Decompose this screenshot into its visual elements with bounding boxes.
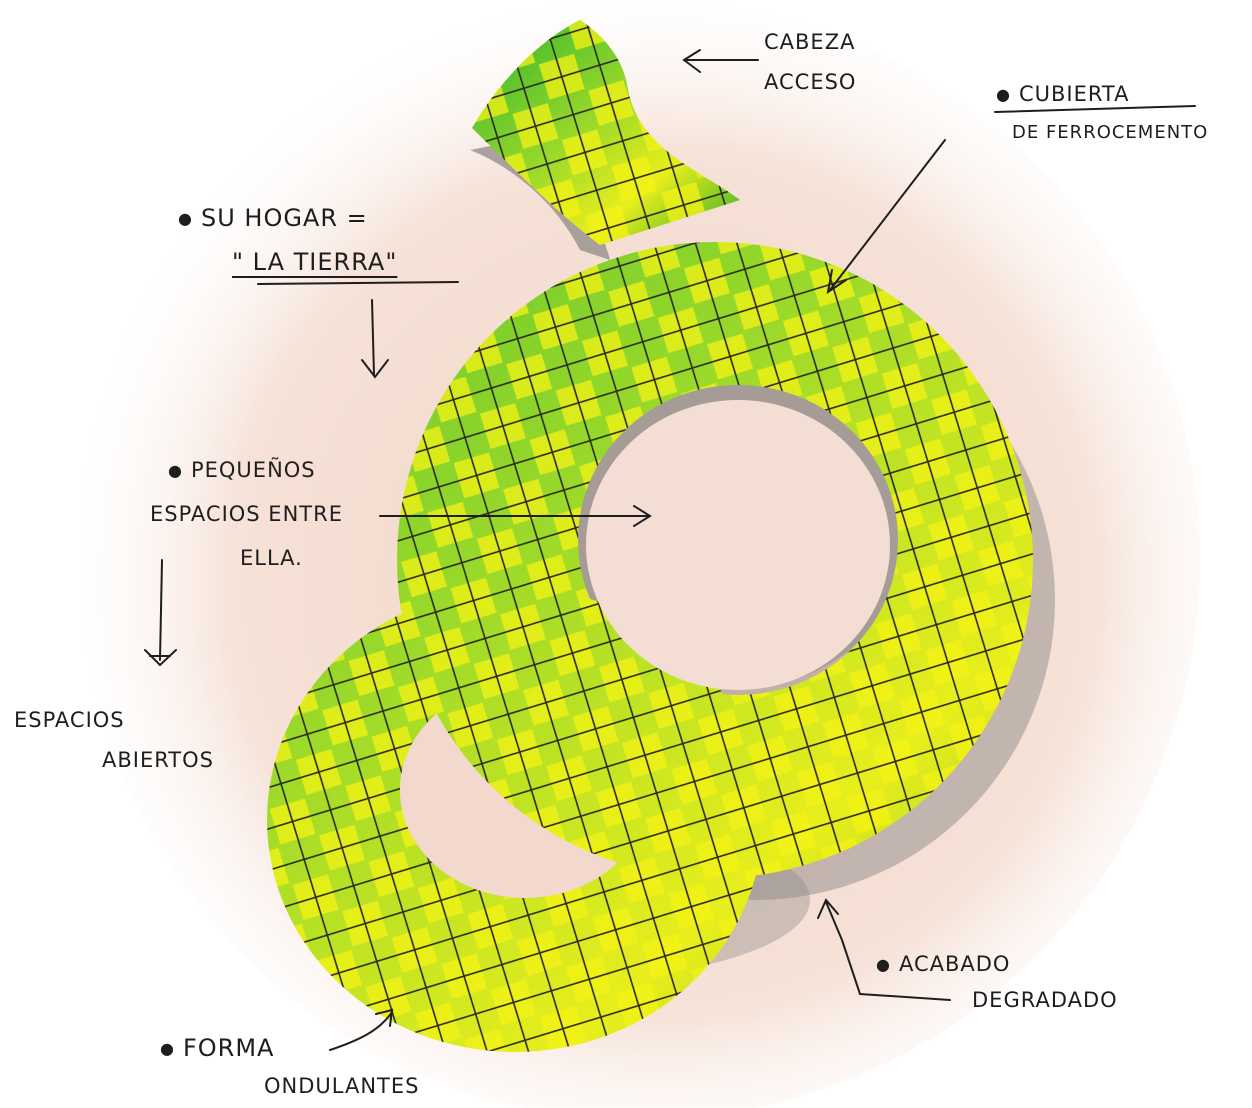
bullet-icon: ●	[996, 85, 1011, 104]
label-degradado: DEGRADADO	[972, 990, 1118, 1011]
bullet-icon: ●	[160, 1039, 175, 1058]
label-su-hogar: ● SU HOGAR =	[178, 206, 368, 230]
label-ella: ELLA.	[240, 548, 303, 569]
label-pequenos-text: PEQUEÑOS	[191, 458, 316, 482]
main-coil-inner-space	[586, 400, 890, 690]
bullet-icon: ●	[168, 461, 183, 480]
label-cabeza: CABEZA	[764, 32, 855, 53]
label-la-tierra: " LA TIERRA"	[232, 250, 397, 274]
label-espacios: ESPACIOS	[14, 710, 125, 731]
label-pequenos: ● PEQUEÑOS	[168, 460, 316, 481]
label-abiertos: ABIERTOS	[102, 750, 214, 771]
label-acabado-text: ACABADO	[899, 952, 1011, 976]
label-cubierta-text: CUBIERTA	[1019, 82, 1130, 106]
label-forma: ● FORMA	[160, 1036, 274, 1060]
label-ferrocemento: DE FERROCEMENTO	[1012, 124, 1208, 142]
bullet-icon: ●	[178, 209, 193, 228]
label-espacios-entre: ESPACIOS ENTRE	[150, 504, 343, 525]
bullet-icon: ●	[876, 955, 891, 974]
label-forma-text: FORMA	[183, 1034, 275, 1062]
label-acceso: ACCESO	[764, 72, 856, 93]
label-su-hogar-text: SU HOGAR =	[201, 204, 368, 232]
label-cubierta: ● CUBIERTA	[996, 84, 1130, 105]
label-acabado: ● ACABADO	[876, 954, 1010, 975]
label-ondulantes: ONDULANTES	[264, 1076, 419, 1097]
